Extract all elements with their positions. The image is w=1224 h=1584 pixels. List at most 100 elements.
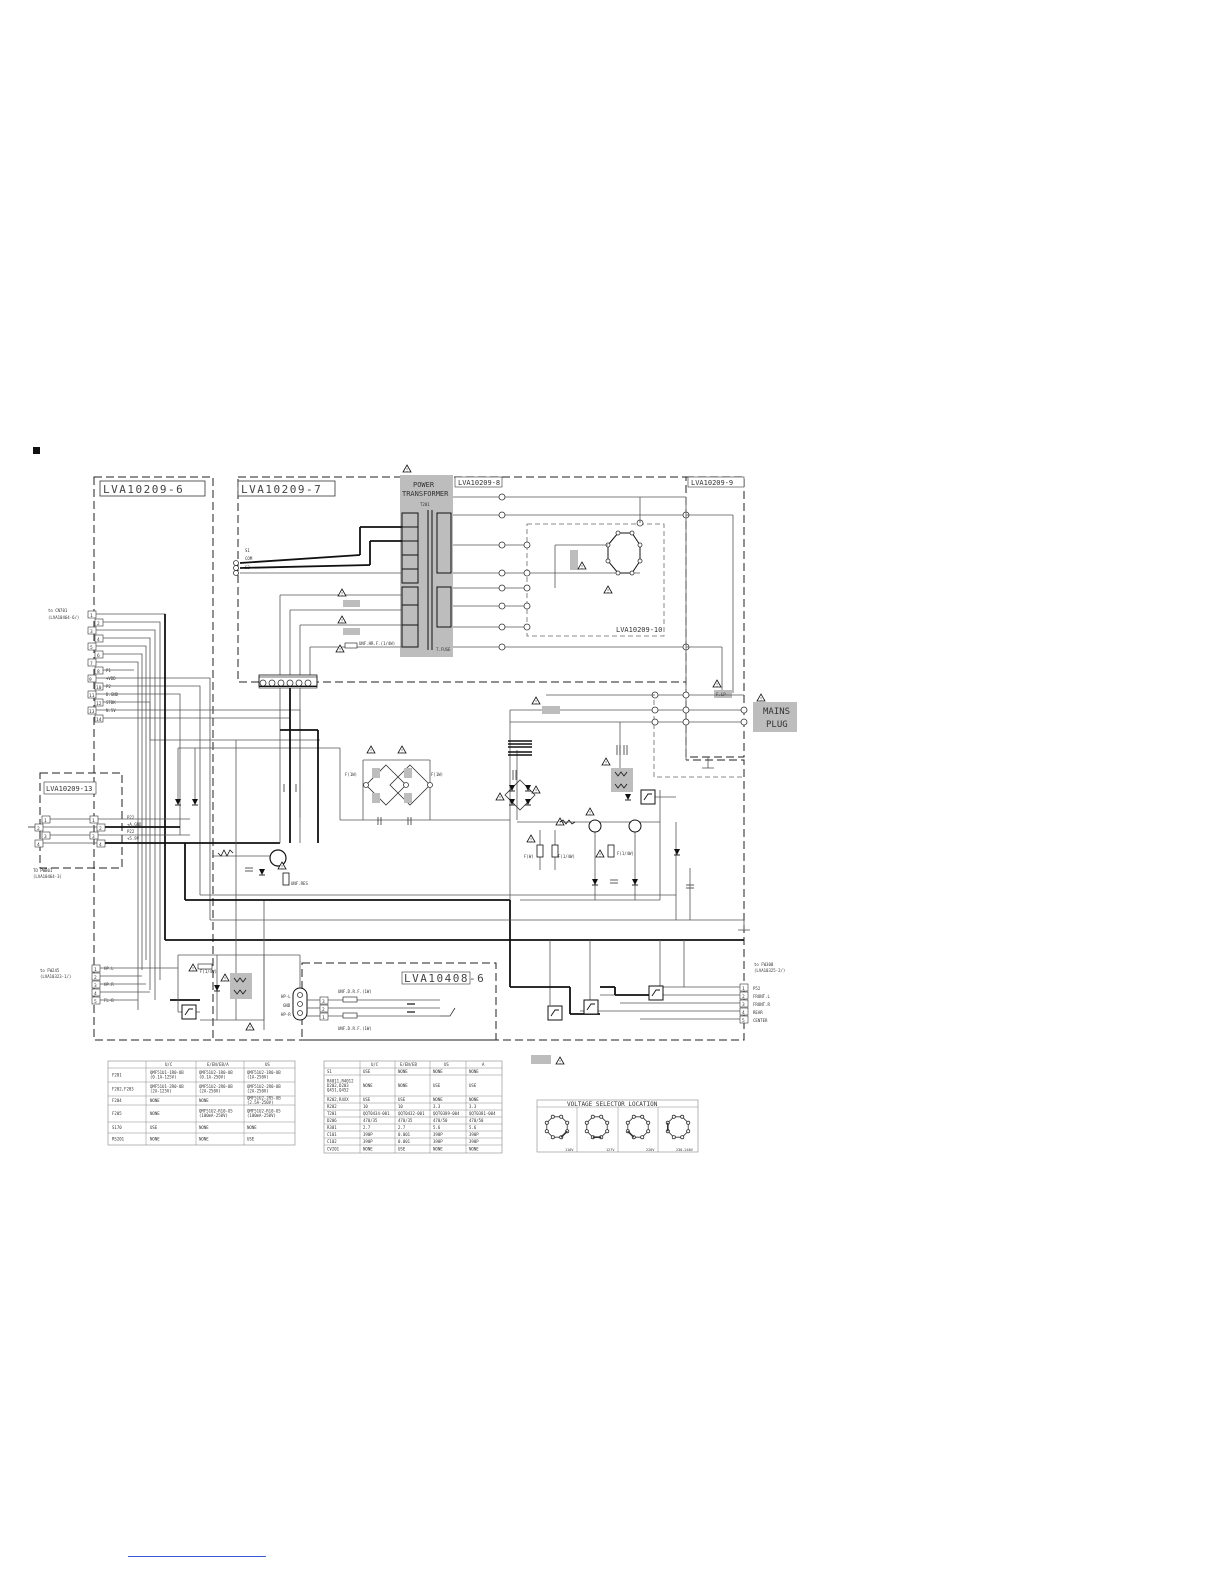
- right-connector-title: to FW300: [754, 962, 774, 967]
- sp-connector-title: to FW245: [40, 968, 60, 973]
- table1-cell: QMF51U2-2R0-UB: [247, 1084, 281, 1089]
- svg-text:+5.9V: +5.9V: [127, 836, 140, 841]
- svg-text:US: US: [444, 1062, 449, 1067]
- table2-cell: QQT0381-004: [469, 1111, 496, 1116]
- table1-cell: (100mA-250V): [247, 1113, 276, 1118]
- svg-text:2: 2: [322, 1007, 325, 1013]
- svg-text:FRONT.L: FRONT.L: [753, 994, 770, 999]
- svg-text:E/EN/EB/A: E/EN/EB/A: [207, 1062, 229, 1067]
- board-label-6: LVA10209-6: [103, 483, 184, 496]
- board-label-7: LVA10209-7: [241, 483, 322, 496]
- table1-cell: QMF51U2-R10-U5: [247, 1109, 281, 1114]
- svg-text:FRONT.R: FRONT.R: [753, 1002, 770, 1007]
- svg-text:2: 2: [94, 975, 97, 981]
- svg-text:F.LP: F.LP: [716, 692, 726, 697]
- svg-text:4: 4: [97, 637, 100, 643]
- board-label-8: LVA10209-8: [458, 479, 500, 487]
- table2-cell: NONE: [433, 1097, 443, 1102]
- table1-cell: USE: [247, 1136, 255, 1141]
- table1-cell: NONE: [150, 1136, 160, 1141]
- svg-text:3: 3: [322, 999, 325, 1005]
- table1-cell: QMF51U2-R10-U5: [199, 1109, 233, 1114]
- mid-connector: 1 2 3 4 1 2 3 4 P22 +A.GND P22 +5.9V TO …: [28, 815, 280, 879]
- table2-cell: 390P: [433, 1139, 443, 1144]
- hp-fuse-b: UNF.D.R.F.(1W): [338, 1026, 372, 1031]
- table1-cell: (2.5A-250V): [247, 1100, 274, 1105]
- left-connector: to CN701 (LVA10464-6/) 1 2 3 4 5 6 7 8 9…: [48, 608, 744, 1010]
- switching-section: F(1/4W) F(1/4W) F(W): [200, 694, 750, 931]
- svg-text:N.5V: N.5V: [106, 708, 116, 713]
- footer-link-underline[interactable]: [128, 1556, 266, 1557]
- svg-text:4: 4: [37, 842, 40, 848]
- svg-text:8: 8: [97, 669, 100, 675]
- voltage-dial-bridge: [627, 1130, 635, 1138]
- mid-connector-subtitle: (LVA10464-3): [33, 874, 62, 879]
- table2-cell: NONE: [433, 1069, 443, 1074]
- svg-text:5: 5: [94, 999, 97, 1005]
- svg-text:3: 3: [90, 629, 93, 635]
- table2-cell: QQT0389-004: [433, 1111, 460, 1116]
- table1-cell: (100mA-250V): [199, 1113, 228, 1118]
- bridge-label-a: F(1W): [345, 772, 357, 777]
- svg-text:FL-B: FL-B: [104, 998, 114, 1003]
- voltage-dial-contact: [544, 1120, 549, 1125]
- svg-text:D.GND: D.GND: [106, 692, 119, 697]
- table2-cell: 390P: [469, 1132, 479, 1137]
- board-label-9: LVA10209-9: [691, 479, 733, 487]
- table2-cell: 2.7: [363, 1125, 371, 1130]
- table2-cell: R4011,R4012: [327, 1079, 354, 1084]
- table2-cell: QQT0432-001: [398, 1111, 425, 1116]
- table1-cell: S170: [112, 1125, 122, 1130]
- svg-text:4: 4: [94, 991, 97, 997]
- voltage-dial-contact: [640, 1135, 645, 1140]
- table2-cell: R202: [327, 1104, 337, 1109]
- svg-text:14: 14: [96, 717, 102, 723]
- voltage-dial-contact: [605, 1120, 610, 1125]
- table2-cell: NONE: [398, 1083, 408, 1088]
- transformer-line2: TRANSFORMER: [402, 490, 449, 498]
- table2-cell: S1: [327, 1069, 332, 1074]
- table2-cell: USE: [398, 1097, 406, 1102]
- left-connector-subtitle: (LVA10464-6/): [48, 615, 79, 620]
- table1-cell: (0.1A-250V): [199, 1075, 226, 1080]
- table1-cell: QMF51U1-2R0-UB: [150, 1084, 184, 1089]
- svg-text:US: US: [265, 1062, 270, 1067]
- table1-cell: USE: [150, 1125, 158, 1130]
- svg-text:2: 2: [37, 826, 40, 832]
- table2-cell: NONE: [469, 1097, 479, 1102]
- svg-text:230-240V: 230-240V: [676, 1148, 694, 1152]
- table2-cell: 470/35: [398, 1118, 413, 1123]
- svg-text:3: 3: [44, 834, 47, 840]
- svg-text:3: 3: [94, 983, 97, 989]
- voltage-dial-contact: [599, 1114, 604, 1119]
- svg-text:HP.L: HP.L: [104, 966, 114, 971]
- table2-cell: 3.3: [433, 1104, 441, 1109]
- svg-text:127V: 127V: [606, 1148, 615, 1152]
- svg-text:UNF.RES: UNF.RES: [291, 881, 308, 886]
- table1-cell: F204: [112, 1098, 122, 1103]
- svg-text:220V: 220V: [646, 1148, 655, 1152]
- voltage-dial-contact: [590, 1114, 595, 1119]
- table1-cell: RS201: [112, 1136, 125, 1141]
- board-labels: LVA10209-6 LVA10209-7 LVA10209-8 LVA1020…: [43, 476, 745, 985]
- mid-connector-title: TO PWB01: [33, 868, 53, 873]
- table2-cell: USE: [433, 1083, 441, 1088]
- table2-cell: 470/35: [363, 1118, 378, 1123]
- voltage-dial-contact: [686, 1120, 691, 1125]
- svg-text:P52: P52: [753, 986, 761, 991]
- svg-text:HP-L: HP-L: [281, 994, 291, 999]
- svg-text:P1: P1: [106, 668, 111, 673]
- table2-cell: D202,D203: [327, 1083, 349, 1088]
- power-transformer: POWER TRANSFORMER T201 T.FUSE: [400, 464, 453, 657]
- left-connector-title: to CN701: [48, 608, 68, 613]
- table1-cell: (2A-125V): [150, 1089, 172, 1094]
- voltage-dial-contact: [631, 1114, 636, 1119]
- svg-text:1: 1: [322, 1015, 325, 1021]
- voltage-dial-contact: [584, 1129, 589, 1134]
- table2-cell: NONE: [363, 1083, 373, 1088]
- voltage-dial-bridge: [560, 1130, 568, 1138]
- table2-cell: 390P: [469, 1139, 479, 1144]
- svg-text:F(1/4W): F(1/4W): [200, 969, 217, 974]
- voltage-selector-switch: [554, 530, 643, 595]
